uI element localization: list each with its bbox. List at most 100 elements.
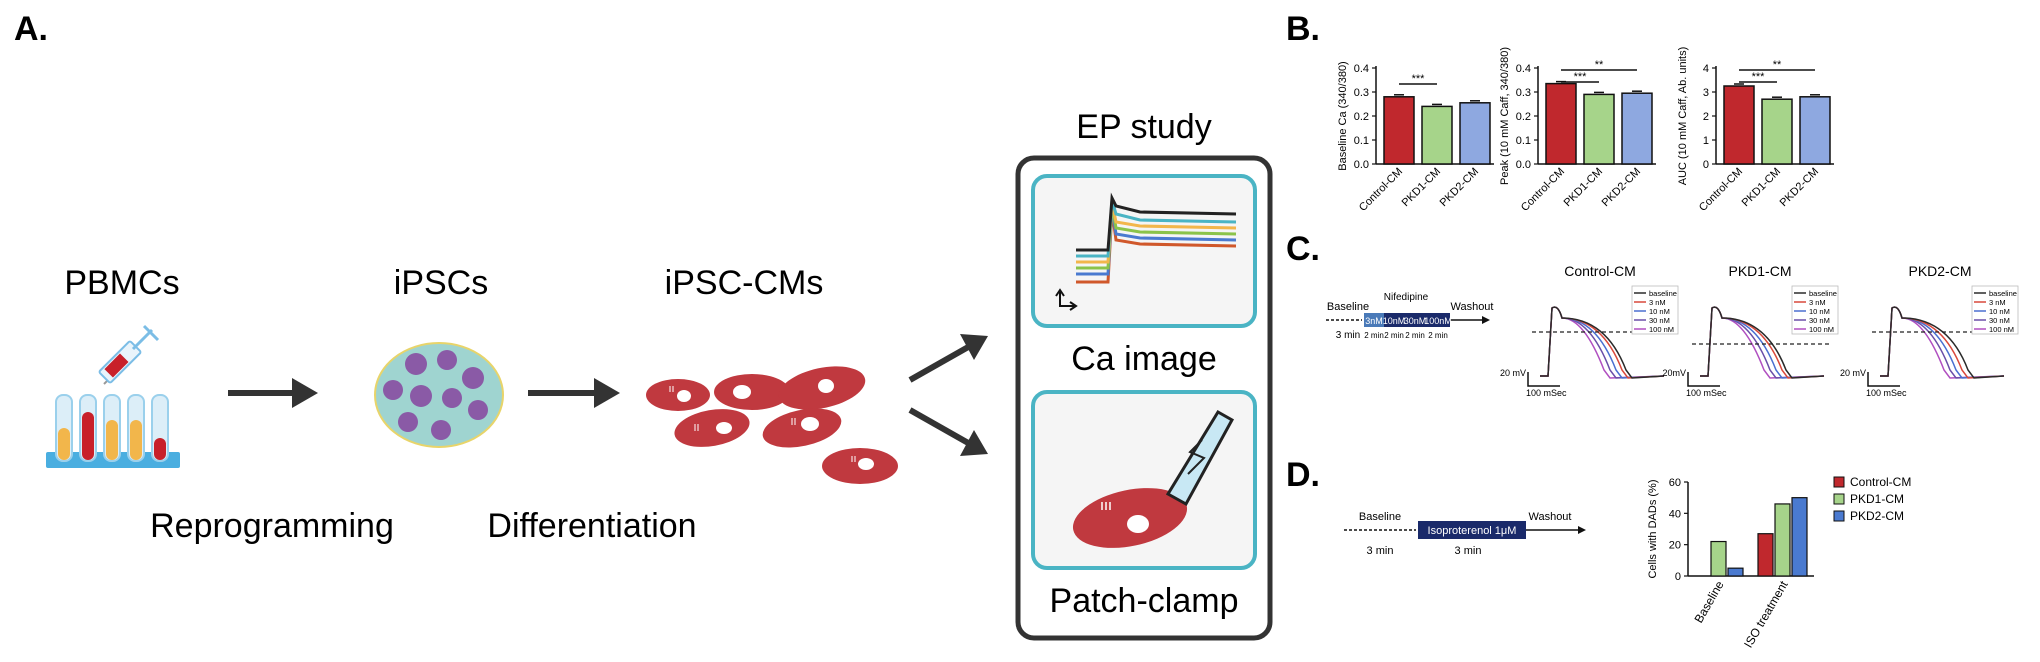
y-tick-label: 0.4 bbox=[1516, 63, 1531, 75]
dose-time-3: 2 min bbox=[1405, 331, 1425, 340]
ap-trace-line bbox=[1700, 306, 1825, 379]
y-tick-label: 0.2 bbox=[1354, 111, 1369, 123]
legend-label: 3 nM bbox=[1809, 298, 1826, 307]
legend-label: 10 nM bbox=[1809, 307, 1830, 316]
scale-bar bbox=[1867, 372, 1900, 387]
trace-title: PKD2-CM bbox=[1908, 263, 1971, 279]
stage-label-ipscs: iPSCs bbox=[394, 264, 488, 302]
y-tick-label: 0.2 bbox=[1516, 111, 1531, 123]
y-tick-label: 0.4 bbox=[1354, 63, 1369, 75]
protocol-baseline-time: 3 min bbox=[1336, 330, 1360, 341]
ap-trace-line bbox=[1880, 306, 2005, 379]
legend-label: 3 nM bbox=[1649, 298, 1666, 307]
ep-study-frame bbox=[1015, 155, 1273, 641]
trace-title: PKD1-CM bbox=[1728, 263, 1791, 279]
y-axis-label: Peak (10 mM Caff, 340/380) bbox=[1499, 47, 1511, 185]
bar bbox=[1710, 540, 1727, 577]
legend-box bbox=[1631, 285, 1679, 335]
y-tick-label: 20 bbox=[1669, 540, 1681, 552]
bar bbox=[1761, 98, 1793, 165]
pipette-icon bbox=[1165, 409, 1235, 507]
stage-label-pbmcs: PBMCs bbox=[64, 264, 179, 302]
protocol-washout-label: Washout bbox=[1450, 301, 1493, 313]
nifedipine-protocol: Baseline Nifedipine Washout 3nM 10nM 30n… bbox=[1326, 292, 1494, 341]
ep-study-title: EP study bbox=[1076, 108, 1211, 146]
arrow-reprogramming bbox=[228, 378, 318, 408]
legend-box bbox=[1971, 285, 2019, 335]
legend-box bbox=[1791, 285, 1839, 335]
panel-b-label: B. bbox=[1286, 10, 1320, 48]
y-tick-label: 0.3 bbox=[1516, 87, 1531, 99]
iso-drug-label: Isoproterenol 1μM bbox=[1428, 525, 1517, 537]
legend-label: 100 nM bbox=[1809, 325, 1834, 334]
scale-bar-time: 100 mSec bbox=[1526, 388, 1567, 398]
dose-100nm: 100nM bbox=[1424, 316, 1452, 326]
y-tick-label: 0.3 bbox=[1354, 87, 1369, 99]
iso-baseline-time: 3 min bbox=[1367, 545, 1394, 557]
dose-time-2: 2 min bbox=[1384, 331, 1404, 340]
significance-marker: ** bbox=[1595, 59, 1604, 71]
cardiomyocyte-cells-icon bbox=[646, 366, 898, 484]
y-tick-label: 60 bbox=[1669, 477, 1681, 489]
scale-bar bbox=[1687, 372, 1720, 387]
scale-bar-voltage: 20 mV bbox=[1500, 368, 1526, 378]
ca-image-panel bbox=[1031, 174, 1257, 328]
iso-baseline-label: Baseline bbox=[1359, 511, 1401, 523]
y-axis-label: Baseline Ca (340/380) bbox=[1337, 61, 1349, 170]
legend-label: baseline bbox=[1809, 289, 1837, 298]
legend-label: 10 nM bbox=[1989, 307, 2010, 316]
y-tick-label: 0 bbox=[1703, 159, 1709, 171]
legend-swatch bbox=[1833, 493, 1845, 505]
bar-chart-1: 0.00.10.20.30.4Control-CMPKD1-CMPKD2-CM*… bbox=[1337, 61, 1494, 214]
category-label: PKD2-CM bbox=[1438, 166, 1481, 209]
legend-swatch bbox=[1833, 510, 1845, 522]
dose-10nm: 10nM bbox=[1383, 316, 1406, 326]
scale-bar-time: 100 mSec bbox=[1686, 388, 1727, 398]
legend-label: 100 nM bbox=[1649, 325, 1674, 334]
legend-label: 10 nM bbox=[1649, 307, 1670, 316]
y-tick-label: 2 bbox=[1703, 111, 1709, 123]
stage-label-ipsc-cms: iPSC-CMs bbox=[665, 264, 824, 302]
legend-label: PKD1-CM bbox=[1850, 492, 1904, 506]
bar bbox=[1757, 533, 1774, 577]
ca-transient-traces bbox=[1076, 192, 1237, 284]
panel-a-label: A. bbox=[14, 10, 48, 48]
legend-label: baseline bbox=[1649, 289, 1677, 298]
panel-b-charts: 0.00.10.20.30.4Control-CMPKD1-CMPKD2-CM*… bbox=[1337, 47, 1834, 214]
significance-marker: ** bbox=[1773, 59, 1782, 71]
isoproterenol-protocol: Baseline Isoproterenol 1μM Washout 3 min… bbox=[1344, 511, 1586, 557]
dose-30nm: 30nM bbox=[1404, 316, 1427, 326]
bar bbox=[1723, 85, 1755, 165]
legend-swatch bbox=[1833, 476, 1845, 488]
significance-marker: *** bbox=[1412, 73, 1426, 85]
test-tubes-icon bbox=[46, 394, 180, 468]
ipsc-cluster-icon bbox=[374, 342, 504, 448]
bar bbox=[1459, 102, 1491, 165]
arrow-differentiation bbox=[528, 378, 620, 408]
protocol-drug-label: Nifedipine bbox=[1384, 292, 1429, 303]
category-label: Control-CM bbox=[1519, 166, 1567, 214]
scale-bar-time: 100 mSec bbox=[1866, 388, 1907, 398]
category-label: PKD1-CM bbox=[1740, 166, 1783, 209]
bar bbox=[1583, 93, 1615, 165]
dose-time-4: 2 min bbox=[1428, 331, 1448, 340]
legend-label: baseline bbox=[1989, 289, 2017, 298]
trace-title: Control-CM bbox=[1564, 263, 1636, 279]
bar bbox=[1383, 96, 1415, 165]
legend-label: 30 nM bbox=[1809, 316, 1830, 325]
arrow-to-ca-image bbox=[908, 334, 988, 383]
y-tick-label: 1 bbox=[1703, 135, 1709, 147]
category-label: Control-CM bbox=[1697, 166, 1745, 214]
arrow-to-patch-clamp bbox=[908, 407, 988, 456]
category-label: PKD1-CM bbox=[1562, 166, 1605, 209]
y-axis-label: Cells with DADs (%) bbox=[1647, 479, 1659, 578]
dose-time-1: 2 min bbox=[1364, 331, 1384, 340]
bar bbox=[1774, 503, 1791, 577]
category-label: PKD2-CM bbox=[1600, 166, 1643, 209]
bar bbox=[1421, 105, 1453, 165]
